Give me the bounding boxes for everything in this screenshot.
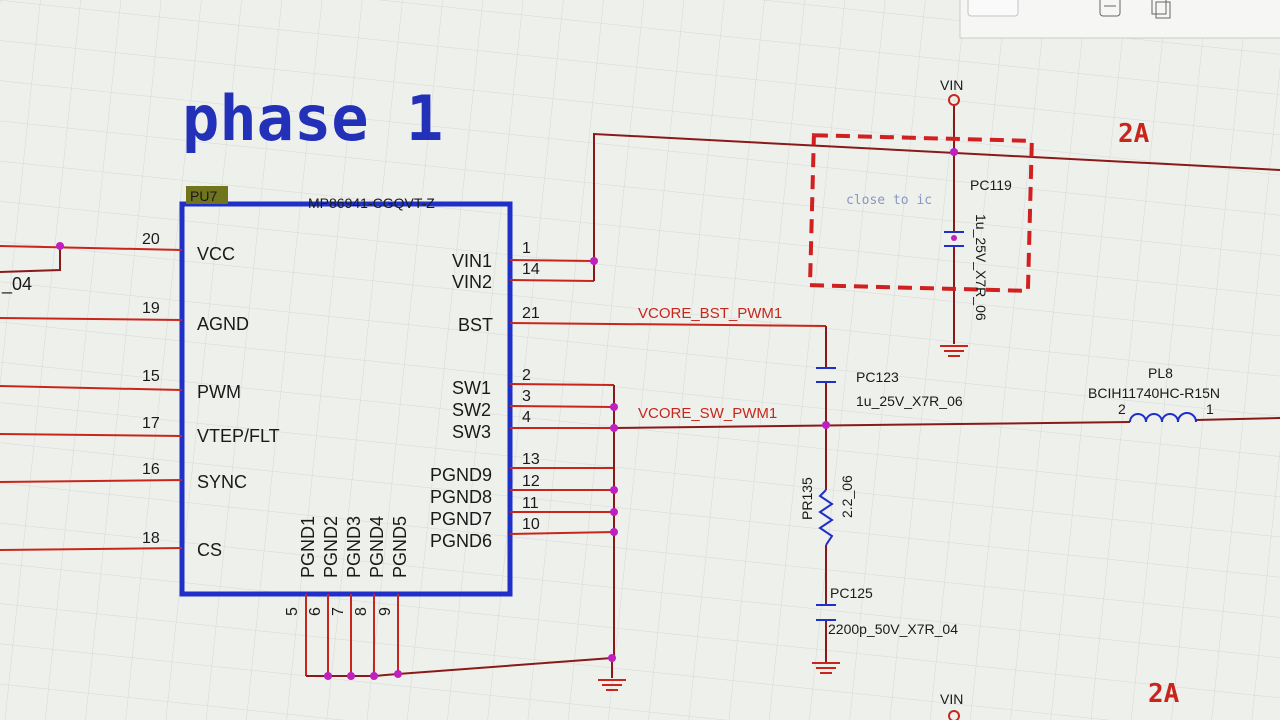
ic-ref: PU7 bbox=[190, 188, 217, 204]
pin-num-vin2: 14 bbox=[522, 261, 540, 278]
pin-num-pgnd2: 6 bbox=[307, 607, 324, 616]
pin-num-sw1: 2 bbox=[522, 367, 531, 384]
pin-name-vin2: VIN2 bbox=[452, 272, 492, 292]
pin-num-sw3: 4 bbox=[522, 409, 531, 426]
pin-name-pgnd5: PGND5 bbox=[390, 516, 410, 578]
pin-name-pgnd9: PGND9 bbox=[430, 465, 492, 485]
vin-label-top: VIN bbox=[940, 77, 963, 93]
pc123-ref: PC123 bbox=[856, 369, 899, 385]
pin-num-vcc: 20 bbox=[142, 231, 160, 248]
net-label-bst: VCORE_BST_PWM1 bbox=[638, 305, 782, 322]
pc119-value: 1u_25V_X7R_06 bbox=[973, 214, 989, 321]
right-pins: 1 14 21 2 3 4 13 12 11 10 VIN1 VIN2 BST … bbox=[430, 240, 827, 551]
pc119-ref: PC119 bbox=[970, 177, 1012, 193]
page-title: phase 1 bbox=[182, 82, 443, 155]
pc123-value: 1u_25V_X7R_06 bbox=[856, 393, 963, 409]
copy-icon[interactable] bbox=[1151, 0, 1171, 19]
vin-label-bottom: VIN bbox=[940, 691, 963, 707]
cap-pc119[interactable] bbox=[944, 231, 964, 247]
current-note-top: 2A bbox=[1118, 119, 1150, 149]
ground-symbol bbox=[598, 345, 968, 691]
pin-num-sw2: 3 bbox=[522, 388, 531, 405]
pin-name-vtep: VTEP/FLT bbox=[197, 426, 280, 446]
pin-num-pgnd8: 12 bbox=[522, 473, 540, 490]
current-note-bottom: 2A bbox=[1148, 679, 1180, 709]
pin-name-bst: BST bbox=[458, 315, 493, 335]
pin-name-pgnd4: PGND4 bbox=[367, 516, 387, 578]
cap-pc123[interactable] bbox=[816, 367, 836, 383]
pin-num-pgnd3: 7 bbox=[330, 607, 347, 616]
ic-body[interactable] bbox=[179, 201, 513, 597]
wires bbox=[306, 104, 1280, 678]
close-to-ic-note: close to ic bbox=[846, 193, 932, 208]
pin-num-pgnd7: 11 bbox=[522, 495, 539, 512]
pin-num-vtep: 17 bbox=[142, 415, 160, 432]
pin-name-pgnd3: PGND3 bbox=[344, 516, 364, 578]
pin-name-sync: SYNC bbox=[197, 472, 247, 492]
pin-num-pwm: 15 bbox=[142, 368, 160, 385]
pin-num-cs: 18 bbox=[142, 530, 160, 547]
pin-name-pgnd6: PGND6 bbox=[430, 531, 492, 551]
pin-num-bst: 21 bbox=[522, 305, 540, 322]
pin-num-pgnd5: 9 bbox=[377, 607, 394, 616]
link-icon[interactable] bbox=[1099, 0, 1121, 17]
pin-name-pgnd8: PGND8 bbox=[430, 487, 492, 507]
ic-part-number: MP86941-CGQVT-Z bbox=[308, 195, 435, 211]
pin-name-sw2: SW2 bbox=[452, 400, 491, 420]
pin-num-vin1: 1 bbox=[522, 240, 531, 257]
toolbar-fragment bbox=[959, 0, 1280, 39]
keepout-box[interactable] bbox=[807, 133, 1034, 293]
left-net-fragment: _04 bbox=[1, 274, 32, 295]
pin-name-vcc: VCC bbox=[197, 244, 235, 264]
pl8-pin1: 1 bbox=[1206, 401, 1214, 417]
pin-name-pwm: PWM bbox=[197, 382, 241, 402]
pin-num-sync: 16 bbox=[142, 461, 160, 478]
pin-name-pgnd7: PGND7 bbox=[430, 509, 492, 529]
pc125-ref: PC125 bbox=[830, 585, 873, 601]
pr135-ref: PR135 bbox=[799, 477, 815, 520]
pl8-ref: PL8 bbox=[1148, 365, 1173, 381]
cap-pc125[interactable] bbox=[816, 604, 836, 621]
pin-name-pgnd1: PGND1 bbox=[298, 516, 318, 578]
inductor-pl8[interactable] bbox=[1129, 412, 1197, 423]
resistor-pr135[interactable] bbox=[818, 489, 834, 546]
pin-num-pgnd1: 5 bbox=[284, 607, 301, 616]
pr135-value: 2.2_06 bbox=[839, 475, 855, 518]
pin-name-vin1: VIN1 bbox=[452, 251, 492, 271]
pl8-pin2: 2 bbox=[1118, 401, 1126, 417]
pin-name-pgnd2: PGND2 bbox=[321, 516, 341, 578]
junctions bbox=[324, 148, 958, 680]
pl8-value: BCIH11740HC-R15N bbox=[1088, 385, 1220, 401]
pc125-value: 2200p_50V_X7R_04 bbox=[828, 621, 958, 637]
bottom-pins: 5 6 7 8 9 PGND1 PGND2 PGND3 PGND4 PGND5 bbox=[284, 516, 410, 676]
pin-num-pgnd9: 13 bbox=[522, 451, 540, 468]
pin-num-pgnd6: 10 bbox=[522, 516, 540, 533]
left-pins: 20 19 15 17 16 18 VCC AGND PWM VTEP/FLT … bbox=[0, 231, 280, 560]
pin-name-sw3: SW3 bbox=[452, 422, 491, 442]
pin-name-sw1: SW1 bbox=[452, 378, 491, 398]
vin-power-symbol-top: VIN bbox=[940, 77, 963, 106]
vin-power-symbol-bottom: VIN bbox=[940, 691, 963, 720]
pin-name-agnd: AGND bbox=[197, 314, 249, 334]
pin-num-pgnd4: 8 bbox=[353, 607, 370, 616]
pin-name-cs: CS bbox=[197, 540, 222, 560]
net-label-sw: VCORE_SW_PWM1 bbox=[638, 405, 777, 422]
pin-num-agnd: 19 bbox=[142, 300, 160, 317]
junction-dot bbox=[56, 242, 64, 250]
